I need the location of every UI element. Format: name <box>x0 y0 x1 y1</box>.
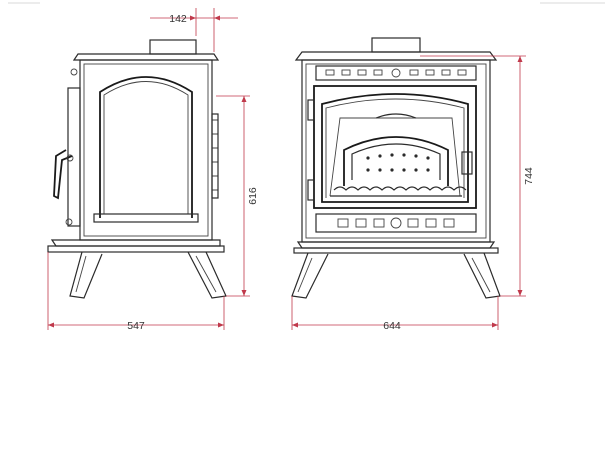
side-flue-collar <box>149 39 197 55</box>
front-leg-left-detail <box>297 257 313 293</box>
front-grate-arch <box>343 136 449 186</box>
dim-label-side-height: 616 <box>247 187 259 205</box>
dimension-lines <box>47 8 526 330</box>
front-bottom-band <box>315 213 477 233</box>
side-rear-ribs <box>212 119 218 191</box>
front-flue-collar <box>371 37 421 53</box>
side-view <box>47 39 227 299</box>
front-firebox-walls <box>329 117 461 197</box>
side-body-inner <box>83 63 209 237</box>
side-leg-front <box>69 251 103 299</box>
front-top-band <box>315 65 477 81</box>
front-hinge-bottom <box>307 179 315 201</box>
side-panel-rail <box>93 213 199 223</box>
dim-label-total-height: 744 <box>523 167 535 185</box>
front-body-inner <box>305 63 487 239</box>
dim-label-flue-offset: 142 <box>169 13 187 25</box>
front-hinge-top <box>307 99 315 121</box>
dim-side-width-arrow-left <box>48 322 54 328</box>
side-top-plate <box>72 53 220 61</box>
front-grate-holes <box>366 153 430 172</box>
dim-total-height-arrow-bottom <box>517 290 523 296</box>
front-leg-right <box>463 252 501 299</box>
side-leg-rear-detail <box>195 255 217 293</box>
dim-flue-arrow-left <box>190 15 196 21</box>
dim-flue-arrow-right <box>214 15 220 21</box>
front-body <box>301 59 491 243</box>
side-handle-pivot <box>66 154 74 162</box>
side-door-handle <box>53 149 73 200</box>
front-window-arch <box>321 93 469 203</box>
front-top-band-ornaments <box>325 68 467 78</box>
dim-label-side-width: 547 <box>127 320 145 332</box>
dim-side-width-arrow-right <box>218 322 224 328</box>
dim-front-width-arrow-left <box>292 322 298 328</box>
side-leg-front-detail <box>75 255 87 293</box>
side-base-plinth <box>50 239 221 247</box>
front-base-plate <box>293 247 499 254</box>
side-rear-shield <box>211 113 219 199</box>
front-window-arch-inner <box>325 98 465 198</box>
front-leg-left <box>291 252 329 299</box>
front-base-plinth <box>296 241 496 249</box>
front-baffle <box>375 113 417 119</box>
front-bottom-band-ornaments <box>337 217 455 229</box>
front-fence <box>333 186 467 191</box>
front-leg-right-detail <box>471 257 491 293</box>
dim-label-front-width: 644 <box>383 320 401 332</box>
dim-side-height-arrow-bottom <box>241 290 247 296</box>
side-top-knob <box>70 68 78 76</box>
dim-side-height-arrow-top <box>241 96 247 102</box>
side-leg-rear <box>187 251 227 299</box>
front-door-frame <box>313 85 477 209</box>
dim-front-width-arrow-right <box>492 322 498 328</box>
side-base-plate <box>47 245 225 253</box>
front-grate-arch-inner <box>351 143 441 180</box>
side-arched-panel <box>99 76 193 218</box>
front-door-latch <box>461 151 473 175</box>
dim-total-height-arrow-top <box>517 56 523 62</box>
front-view <box>291 37 501 299</box>
side-arched-panel-inner <box>103 81 189 214</box>
side-lower-knob <box>65 218 73 226</box>
